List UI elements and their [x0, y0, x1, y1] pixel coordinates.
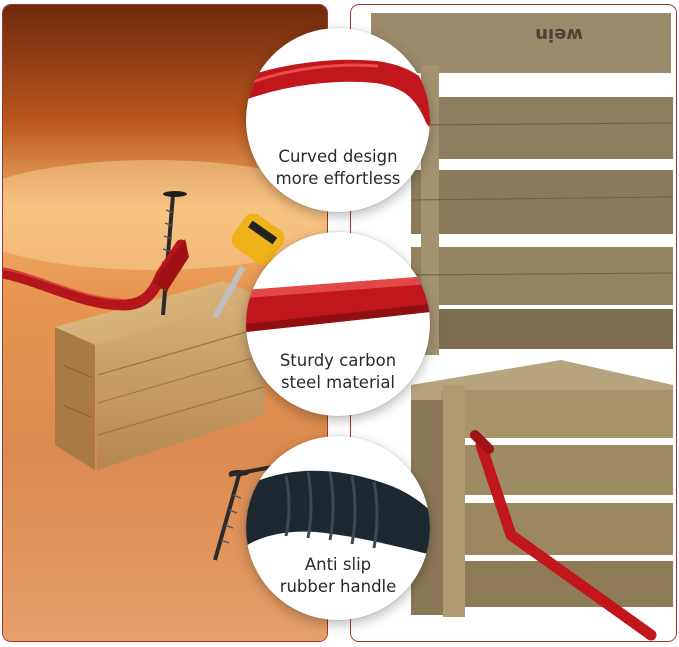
feature-line-2: rubber handle — [279, 577, 397, 596]
feature-bubble-curved-design: Curved design more effortless — [246, 28, 430, 212]
crate-brand-text: wein — [535, 24, 583, 45]
feature-caption: Curved design more effortless — [246, 146, 430, 190]
screwdriver — [212, 213, 285, 319]
lower-crate — [411, 360, 673, 617]
rubber-grip-closeup-icon — [246, 470, 430, 555]
feature-caption: Sturdy carbon steel material — [246, 350, 430, 394]
steel-bar-closeup-icon — [246, 276, 430, 332]
wooden-block — [55, 281, 265, 470]
curved-bar-closeup-icon — [246, 59, 430, 128]
feature-line-1: Sturdy carbon — [279, 351, 397, 370]
feature-line-2: more effortless — [275, 169, 401, 188]
feature-line-2: steel material — [280, 373, 396, 392]
feature-line-1: Anti slip — [304, 555, 372, 574]
red-pry-bar — [470, 430, 657, 641]
red-nail-puller — [3, 239, 189, 311]
feature-bubble-carbon-steel: Sturdy carbon steel material — [246, 232, 430, 416]
upper-crate: wein — [371, 13, 674, 355]
feature-caption: Anti slip rubber handle — [246, 554, 430, 598]
feature-line-1: Curved design — [278, 147, 398, 166]
feature-bubble-rubber-handle: Anti slip rubber handle — [246, 436, 430, 620]
